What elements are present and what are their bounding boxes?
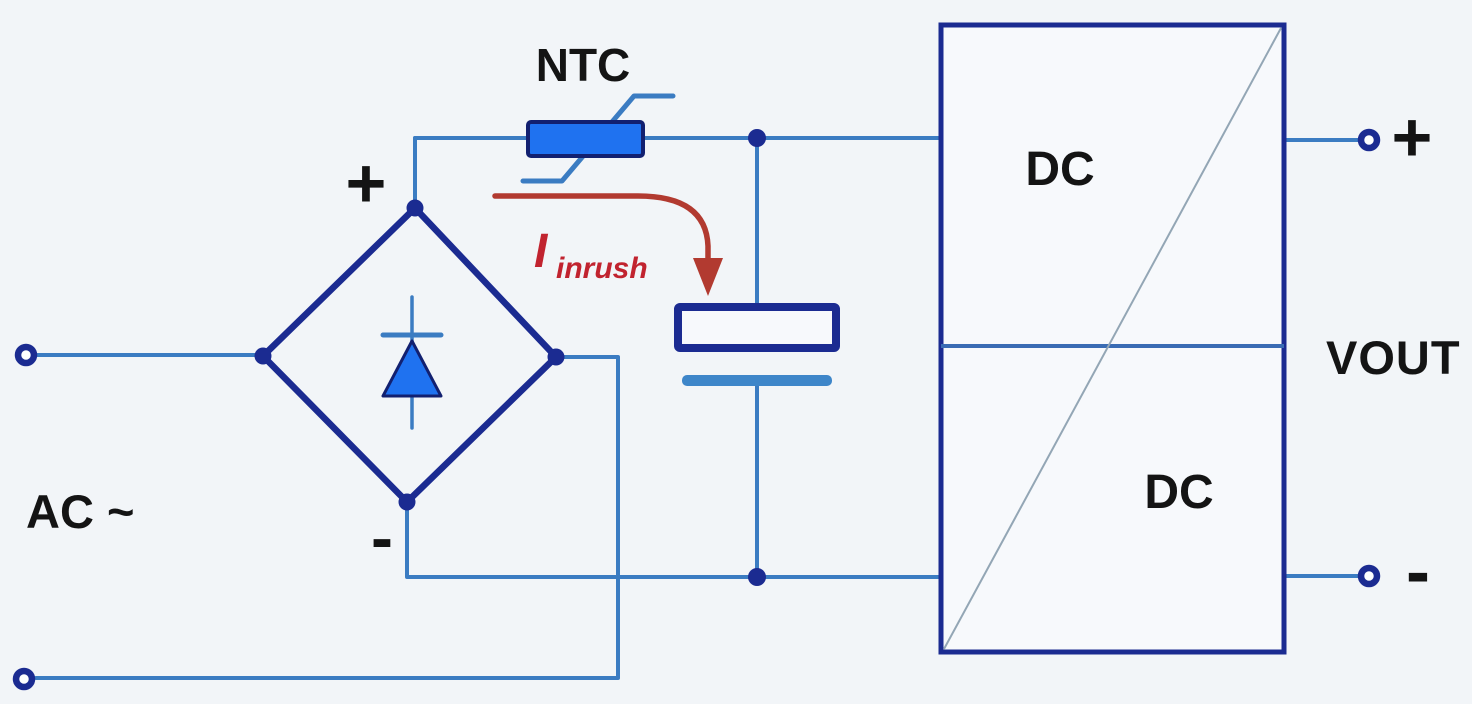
inrush-subscript: inrush (556, 252, 648, 285)
inrush-current-label: I inrush (534, 225, 648, 285)
capacitor-bottom-plate (682, 375, 832, 386)
capacitor-top-plate (674, 303, 840, 352)
output-terminal-positive (1357, 128, 1381, 152)
bridge-plus-label: + (346, 144, 387, 222)
ntc-label: NTC (536, 39, 631, 91)
bridge-vertex-dot-left (254, 347, 272, 365)
negative-rail (405, 501, 943, 579)
inrush-arrow-path (492, 193, 711, 263)
junction-dot-negative-rail (748, 568, 766, 586)
diode-triangle (381, 339, 443, 398)
dc-output-label: DC (1144, 466, 1213, 519)
bridge-vertex-dot-top (406, 199, 424, 217)
bridge-vertex-dot-right (547, 348, 565, 366)
ac-terminal-bottom (12, 667, 36, 691)
bridge-minus-label: - (371, 500, 393, 574)
inrush-symbol: I (534, 225, 549, 278)
output-plus-label: + (1392, 98, 1433, 176)
inrush-arrowhead (693, 258, 723, 296)
output-terminal-negative (1357, 564, 1381, 588)
ntc-thermistor-body (526, 120, 645, 158)
dcdc-diagonal-line (943, 27, 1282, 650)
dc-input-label: DC (1025, 143, 1094, 196)
vout-label: VOUT (1326, 331, 1461, 384)
ac-source-label: AC ~ (26, 485, 134, 538)
junction-dot-positive-rail (748, 129, 766, 147)
bridge-vertex-dot-bottom (398, 493, 416, 511)
ac-terminal-top (14, 343, 38, 367)
output-minus-label: - (1406, 532, 1430, 612)
ac-return-wire (34, 355, 620, 680)
